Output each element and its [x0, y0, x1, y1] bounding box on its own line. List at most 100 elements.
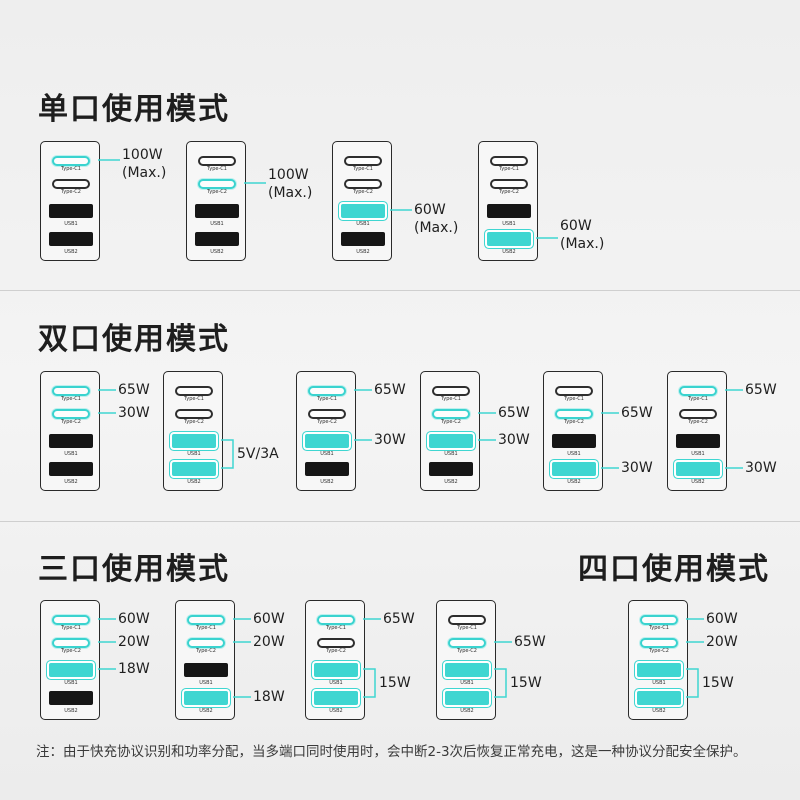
usb1-port: [676, 434, 720, 448]
power-label: 30W: [374, 432, 406, 448]
typec2-port-label: Type-C2: [61, 419, 81, 425]
usb1-port-label: USB1: [444, 451, 458, 457]
usb1-port: [195, 204, 239, 218]
usb1-port: [552, 434, 596, 448]
typec1-port: [175, 386, 213, 396]
usb2-port-active: [314, 691, 358, 705]
callout-bracket: [363, 668, 376, 698]
usb2-port-active: [676, 462, 720, 476]
usb1-port-label: USB1: [199, 680, 213, 686]
callout-lines: [244, 182, 266, 184]
typec2-port-label: Type-C2: [353, 189, 373, 195]
power-label: 30W: [745, 460, 777, 476]
typec2-port-active: [187, 638, 225, 648]
typec1-port: [448, 615, 486, 625]
usb2-port-label: USB2: [329, 708, 343, 714]
usb2-port-active: [637, 691, 681, 705]
callout-lines: [233, 618, 251, 698]
callout-bracket: [221, 439, 234, 469]
typec2-port-active: [640, 638, 678, 648]
power-label: 60W: [706, 611, 738, 627]
typec2-port-label: Type-C2: [61, 648, 81, 654]
typec2-port: [679, 409, 717, 419]
callout-lines: [601, 412, 619, 469]
typec1-port-label: Type-C1: [196, 625, 216, 631]
typec1-port-active: [640, 615, 678, 625]
power-label: 30W: [498, 432, 530, 448]
usb1-port-label: USB1: [64, 451, 78, 457]
typec1-port-label: Type-C1: [688, 396, 708, 402]
typec2-port-active: [432, 409, 470, 419]
usb2-port-label: USB2: [652, 708, 666, 714]
usb1-port-label: USB1: [64, 221, 78, 227]
usb1-port-active: [445, 663, 489, 677]
power-label: 65W: [514, 634, 546, 650]
usb1-port-active: [172, 434, 216, 448]
power-label: 65W: [745, 382, 777, 398]
typec2-port-active: [555, 409, 593, 419]
power-label: 18W: [253, 689, 285, 705]
usb2-port-label: USB2: [356, 249, 370, 255]
power-label: 65W: [374, 382, 406, 398]
usb1-port-active: [314, 663, 358, 677]
usb1-port-active: [49, 663, 93, 677]
power-label: 15W: [510, 675, 542, 691]
power-label: 65W: [621, 405, 653, 421]
typec2-port-active: [448, 638, 486, 648]
power-label: 65W: [498, 405, 530, 421]
typec1-port: [432, 386, 470, 396]
typec2-port-label: Type-C2: [457, 648, 477, 654]
section-title-triple: 三口使用模式: [38, 552, 230, 587]
section-title-quad: 四口使用模式: [578, 552, 770, 587]
callout-lines: [363, 618, 381, 698]
usb2-port: [341, 232, 385, 246]
section-title-dual: 双口使用模式: [38, 322, 230, 357]
typec2-port-label: Type-C2: [649, 648, 669, 654]
power-label: 5V/3A: [237, 446, 279, 462]
typec2-port-label: Type-C2: [196, 648, 216, 654]
typec2-port-label: Type-C2: [207, 189, 227, 195]
typec1-port-label: Type-C1: [61, 625, 81, 631]
callout-lines: [98, 389, 116, 414]
power-label: 100W: [268, 167, 309, 183]
usb2-port-label: USB2: [460, 708, 474, 714]
callout-lines: [725, 389, 743, 469]
typec1-port-label: Type-C1: [353, 166, 373, 172]
usb2-port: [49, 691, 93, 705]
power-label: 60W: [253, 611, 285, 627]
power-label: 20W: [118, 634, 150, 650]
usb1-port-label: USB1: [460, 680, 474, 686]
usb2-port-label: USB2: [187, 479, 201, 485]
power-label: 60W: [118, 611, 150, 627]
typec1-port-label: Type-C1: [326, 625, 346, 631]
power-label: (Max.): [414, 220, 459, 236]
usb2-port-active: [445, 691, 489, 705]
typec1-port: [490, 156, 528, 166]
power-label: (Max.): [268, 185, 313, 201]
usb2-port-label: USB2: [567, 479, 581, 485]
usb1-port-active: [637, 663, 681, 677]
typec1-port-active: [187, 615, 225, 625]
typec1-port-label: Type-C1: [184, 396, 204, 402]
typec1-port-label: Type-C1: [207, 166, 227, 172]
usb2-port-active: [552, 462, 596, 476]
section-divider: [0, 521, 800, 522]
typec1-port-label: Type-C1: [564, 396, 584, 402]
power-label: 20W: [253, 634, 285, 650]
usb2-port-label: USB2: [210, 249, 224, 255]
callout-lines: [536, 237, 558, 239]
usb1-port: [49, 204, 93, 218]
callout-lines: [354, 389, 372, 441]
power-label: 15W: [379, 675, 411, 691]
usb1-port-active: [305, 434, 349, 448]
